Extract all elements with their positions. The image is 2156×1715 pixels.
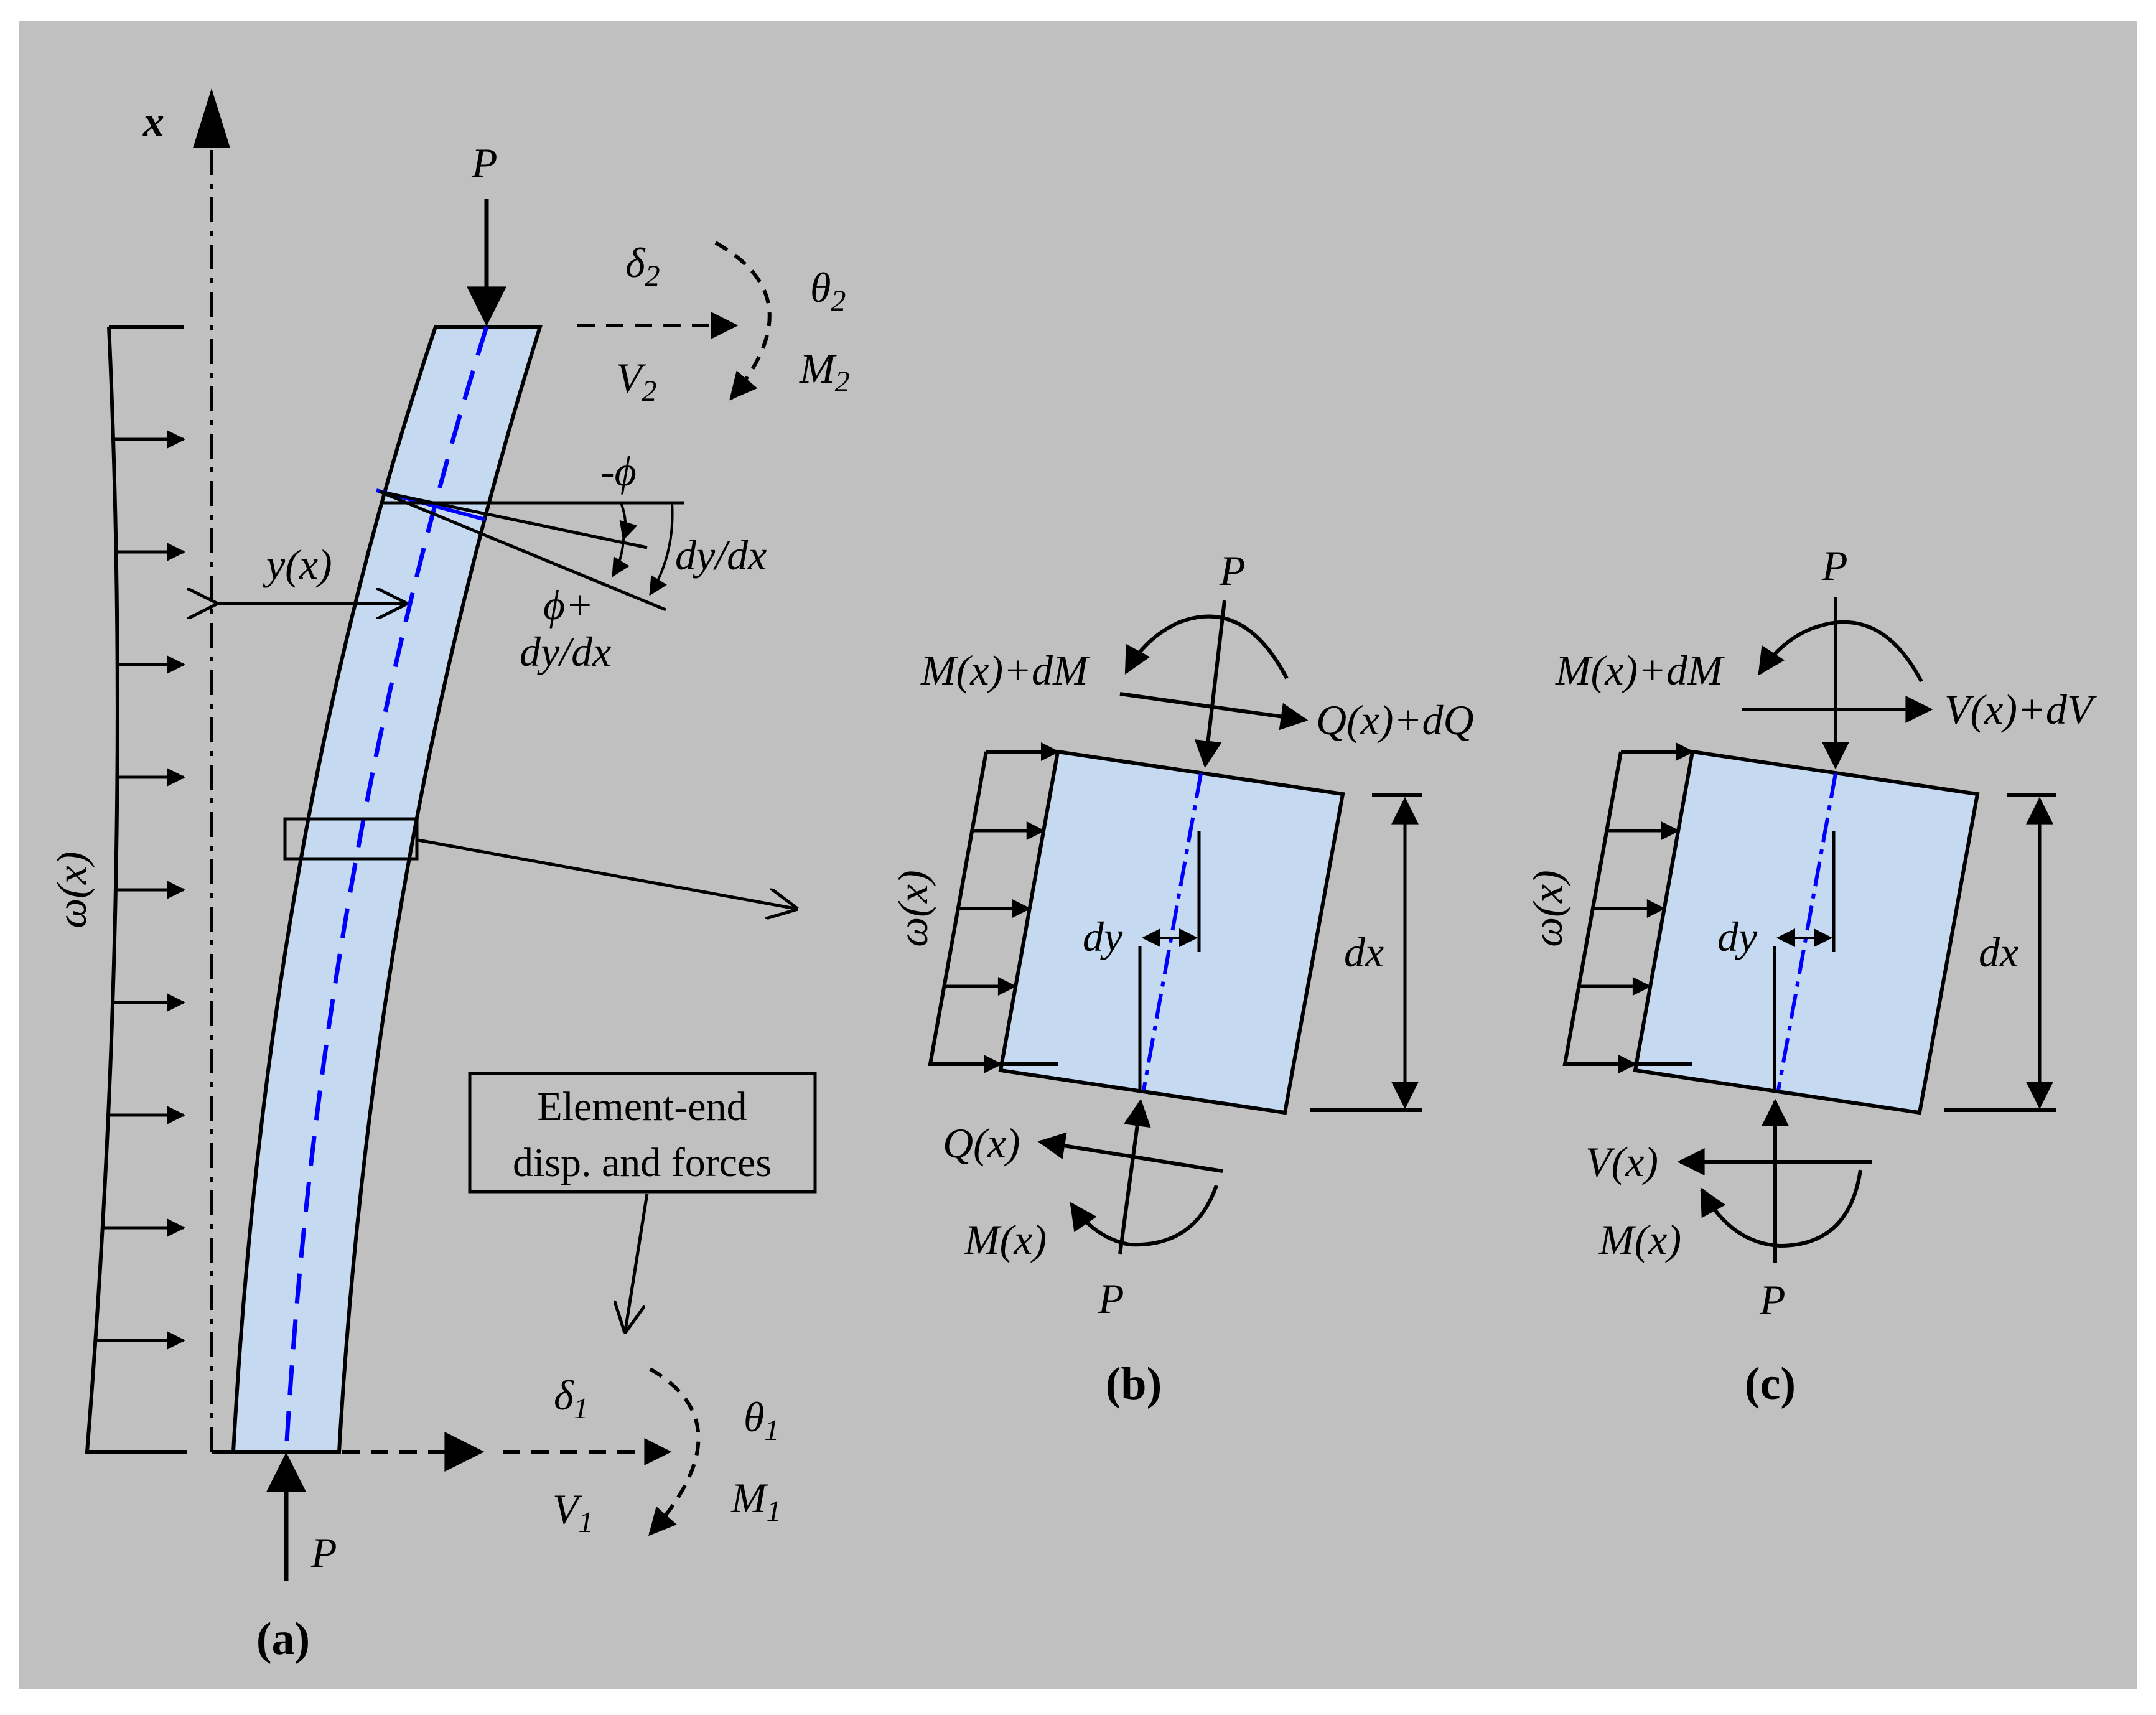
centerline-c [1776, 773, 1837, 1091]
phi-plus-angle [612, 538, 630, 577]
x-axis-label: x [142, 98, 164, 145]
dx-label-b: dx [1344, 928, 1384, 976]
load-label-b: ω(x) [889, 870, 936, 946]
m1-label: M1 [730, 1474, 782, 1528]
v2-label: V2 [616, 354, 657, 408]
theta2-label: θ2 [810, 264, 846, 317]
m2-label: M2 [799, 345, 850, 398]
theta1-label: θ1 [744, 1393, 779, 1447]
load-arrows-a [95, 430, 185, 1350]
top-p-label-c: P [1821, 542, 1848, 589]
load-label-a: ω(x) [48, 851, 95, 928]
v1-label: V1 [553, 1485, 594, 1539]
bottom-p-arrow-b [1118, 1098, 1151, 1255]
bottom-moment-arrow-c [1700, 1169, 1862, 1248]
element-zoom-arrow [418, 838, 795, 909]
element-end-box [468, 1072, 817, 1194]
bottom-moment-label-b: M(x) [964, 1216, 1047, 1263]
load-outline-a [85, 326, 187, 1454]
slope-line-1 [379, 490, 648, 549]
member-centerline [284, 325, 489, 1452]
panel-b: ω(x) dy dx P M(x)+dM Q(x)+dQ P Q(x) M(x)… [889, 547, 1474, 1409]
dy-label-b: dy [1083, 913, 1123, 960]
top-moment-arrow-b [1124, 614, 1289, 680]
bottom-shear-label-c: V(x) [1585, 1138, 1658, 1185]
element-c [1633, 749, 1980, 1115]
delta1-label: δ1 [554, 1372, 589, 1425]
panel-c: ω(x) dy dx P M(x)+dM V(x)+dV P V(x) M(x)… [1524, 542, 2098, 1409]
load-label-c: ω(x) [1524, 870, 1571, 946]
top-shear-label-c: V(x)+dV [1944, 686, 2098, 733]
member-body [231, 325, 543, 1454]
phi-plus-label-1: ϕ+ [543, 581, 594, 629]
bottom-shear-label-b: Q(x) [943, 1119, 1020, 1167]
top-shear-label-b: Q(x)+dQ [1316, 696, 1474, 744]
bottom-axial-label: P [310, 1529, 337, 1576]
top-p-arrow-b [1194, 600, 1226, 769]
caption-a: (a) [256, 1614, 310, 1665]
top-moment-arrow-c [1758, 620, 1923, 683]
element-end-label-1: Element-end [537, 1084, 747, 1129]
dydx-angle [649, 502, 674, 596]
bottom-p-label-c: P [1759, 1276, 1786, 1324]
load-arrows-b [930, 821, 1045, 1073]
bottom-moment-label-c: M(x) [1598, 1216, 1681, 1263]
theta2-rotation-arrow [714, 241, 772, 401]
bottom-moment-arrow-b [1070, 1185, 1218, 1247]
top-p-label-b: P [1219, 547, 1246, 594]
top-moment-label-b: M(x)+dM [920, 647, 1090, 694]
centerline-b [1142, 773, 1203, 1091]
deflection-label: y(x) [263, 541, 332, 588]
caption-b: (b) [1106, 1358, 1162, 1409]
element-box [283, 817, 419, 861]
x-axis-arrowhead [193, 88, 230, 148]
top-moment-label-c: M(x)+dM [1555, 647, 1725, 694]
top-shear-arrow-b [1119, 692, 1309, 731]
load-arrows-c [1565, 821, 1680, 1073]
element-end-pointer [625, 1193, 649, 1330]
bottom-p-label-b: P [1098, 1275, 1124, 1322]
panel-a: x ω(x) y(x) P δ2 θ2 V2 M2 -ϕ dy/dx ϕ+ [48, 88, 850, 1665]
bottom-shear-arrow-b [1037, 1132, 1223, 1173]
neg-phi-label: -ϕ [600, 447, 637, 495]
dy-label-c: dy [1717, 913, 1758, 960]
dx-label-c: dx [1979, 928, 2018, 976]
neg-phi-angle [619, 502, 638, 541]
top-axial-label: P [471, 139, 498, 187]
phi-plus-label-2: dy/dx [520, 628, 611, 675]
caption-c: (c) [1745, 1358, 1796, 1409]
slope-line-2 [379, 490, 666, 612]
element-end-label-2: disp. and forces [513, 1140, 772, 1185]
delta2-label: δ2 [625, 239, 660, 292]
element-b [998, 749, 1345, 1115]
dydx-label: dy/dx [675, 531, 767, 579]
theta1-rotation-arrow [648, 1367, 701, 1536]
